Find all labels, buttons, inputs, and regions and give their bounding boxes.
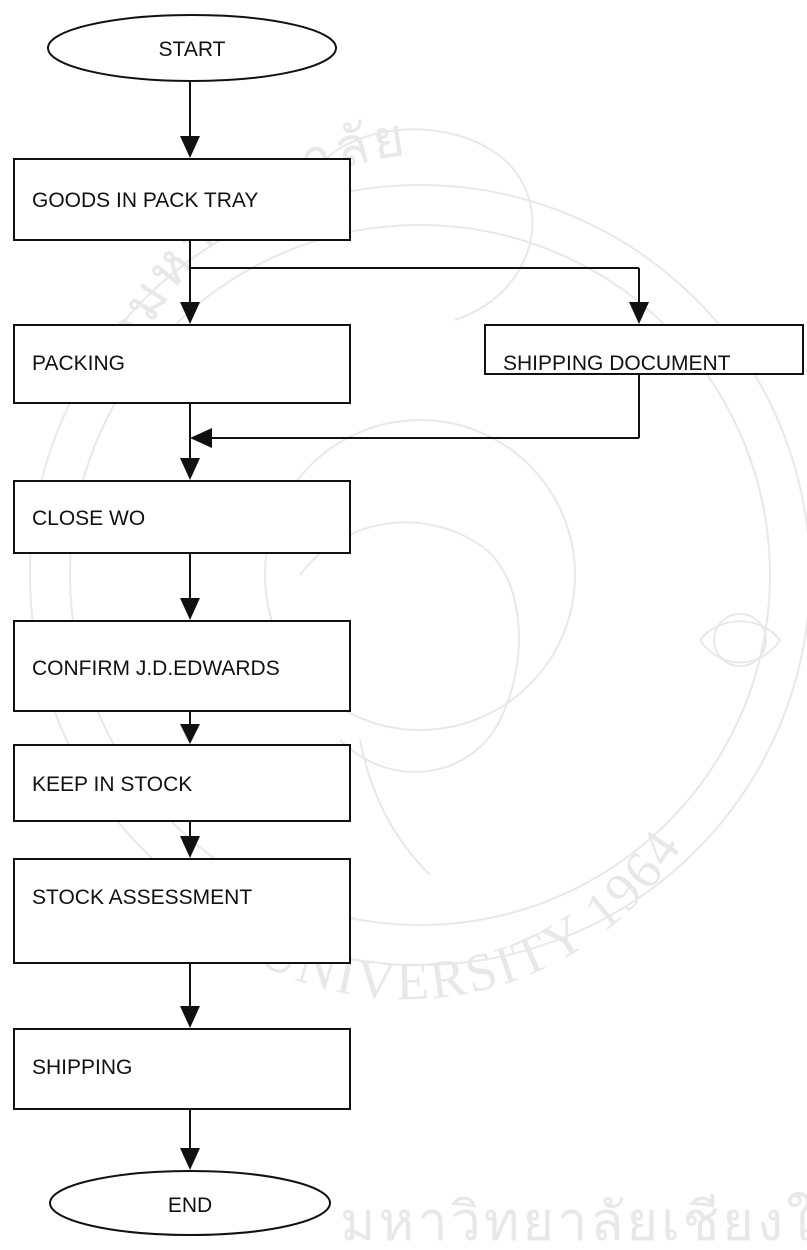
flowchart-connectors: [180, 82, 649, 1170]
close-wo-box: [13, 480, 351, 554]
end-terminator-shape: [49, 1170, 331, 1236]
confirm-jd-edwards-node: CONFIRM J.D.EDWARDS: [13, 620, 351, 712]
arrowhead-shipping-to-end: [180, 1148, 200, 1170]
arrowhead-to-shipping-document: [629, 302, 649, 324]
goods-in-pack-tray-label: GOODS IN PACK TRAY: [32, 189, 258, 212]
keep-in-stock-node: KEEP IN STOCK: [13, 744, 351, 822]
packing-node: PACKING: [13, 324, 351, 404]
start-node: START: [47, 14, 337, 82]
arrowhead-keep-stock-to-assessment: [180, 836, 200, 858]
arrowhead-start-to-goods: [180, 136, 200, 158]
shipping-node: SHIPPING: [13, 1028, 351, 1110]
keep-in-stock-box: [13, 744, 351, 822]
start-terminator-shape: [47, 14, 337, 82]
confirm-jd-edwards-box: [13, 620, 351, 712]
shipping-document-node: SHIPPING DOCUMENT: [484, 324, 804, 375]
watermark-footer-text: มหาวิทยาลัยเชียงใหม่: [340, 1191, 807, 1250]
close-wo-node: CLOSE WO: [13, 480, 351, 554]
packing-box: [13, 324, 351, 404]
stock-assessment-node: STOCK ASSESSMENT: [13, 858, 351, 964]
shipping-label: SHIPPING: [32, 1056, 132, 1079]
arrowhead-close-wo-to-confirm: [180, 598, 200, 620]
arrowhead-assessment-to-shipping: [180, 1006, 200, 1028]
goods-in-pack-tray-node: GOODS IN PACK TRAY: [13, 158, 351, 241]
arrowhead-packing-to-close-wo: [180, 458, 200, 480]
shipping-document-label: SHIPPING DOCUMENT: [503, 352, 731, 375]
packing-label: PACKING: [32, 352, 125, 375]
flowchart-nodes: START GOODS IN PACK TRAY PACKING SHIPPIN…: [13, 14, 804, 1236]
arrowhead-shipping-doc-return: [190, 428, 212, 448]
confirm-jd-edwards-label: CONFIRM J.D.EDWARDS: [32, 657, 280, 680]
arrowhead-confirm-to-keep-stock: [180, 724, 200, 744]
end-label: END: [168, 1194, 212, 1217]
goods-in-pack-tray-box: [13, 158, 351, 241]
start-label: START: [159, 38, 226, 61]
close-wo-label: CLOSE WO: [32, 507, 145, 530]
stock-assessment-box: [13, 858, 351, 964]
shipping-document-box: [484, 324, 804, 375]
shipping-box: [13, 1028, 351, 1110]
end-node: END: [49, 1170, 331, 1236]
arrowhead-goods-to-packing: [180, 302, 200, 324]
keep-in-stock-label: KEEP IN STOCK: [32, 773, 192, 796]
stock-assessment-label: STOCK ASSESSMENT: [32, 886, 252, 909]
